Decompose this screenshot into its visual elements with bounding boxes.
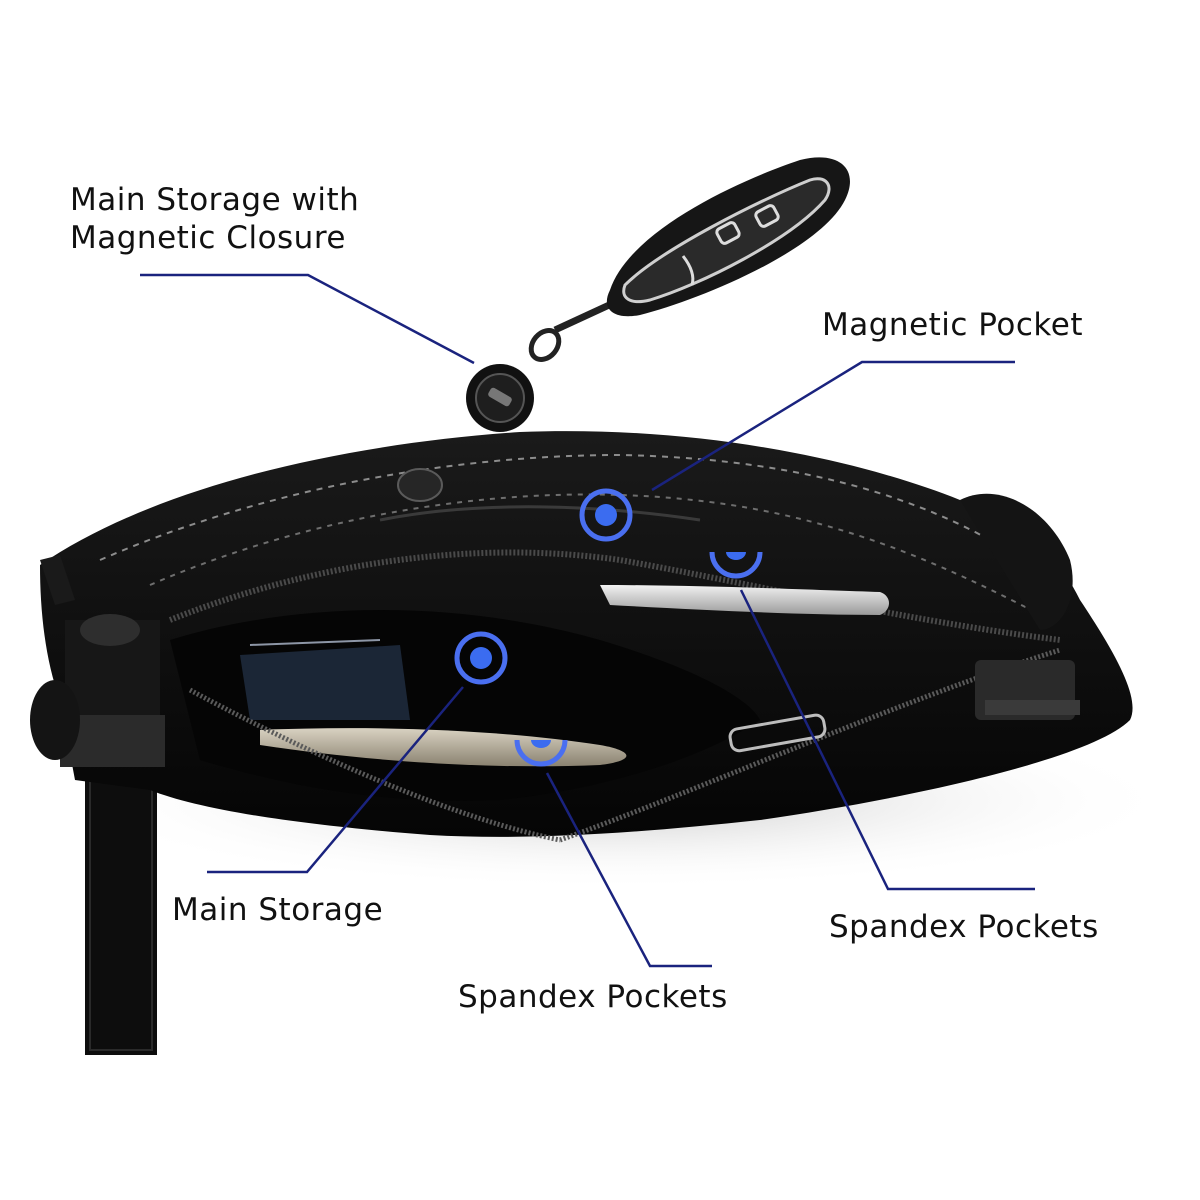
callout-label-line2: Magnetic Closure [70,220,346,256]
shoulder-strap [85,760,157,1055]
sling-bag [30,431,1133,843]
leader-spandex-bottom [545,772,712,968]
callout-leader-lines [140,273,1035,968]
marker-spandex-bottom [514,739,568,767]
leader-main-storage-magnetic [140,273,475,365]
leader-spandex-right [739,589,1035,891]
callout-label-spandex-pockets-bottom: Spandex Pockets [458,979,728,1015]
callout-label-main-storage: Main Storage [172,892,384,928]
marker-magnetic-pocket [579,488,633,542]
marker-main-storage [454,631,508,685]
callout-label-magnetic-pocket: Magnetic Pocket [822,307,1083,343]
key-fob [466,157,850,432]
leader-main-storage [207,686,464,874]
leader-magnetic-pocket [651,360,1015,492]
callout-label-main-storage-magnetic: Main Storage with Magnetic Closure [70,181,359,257]
marker-spandex-right [709,551,763,579]
callout-label-spandex-pockets-right: Spandex Pockets [829,909,1099,945]
callout-label-line1: Main Storage with [70,182,360,218]
